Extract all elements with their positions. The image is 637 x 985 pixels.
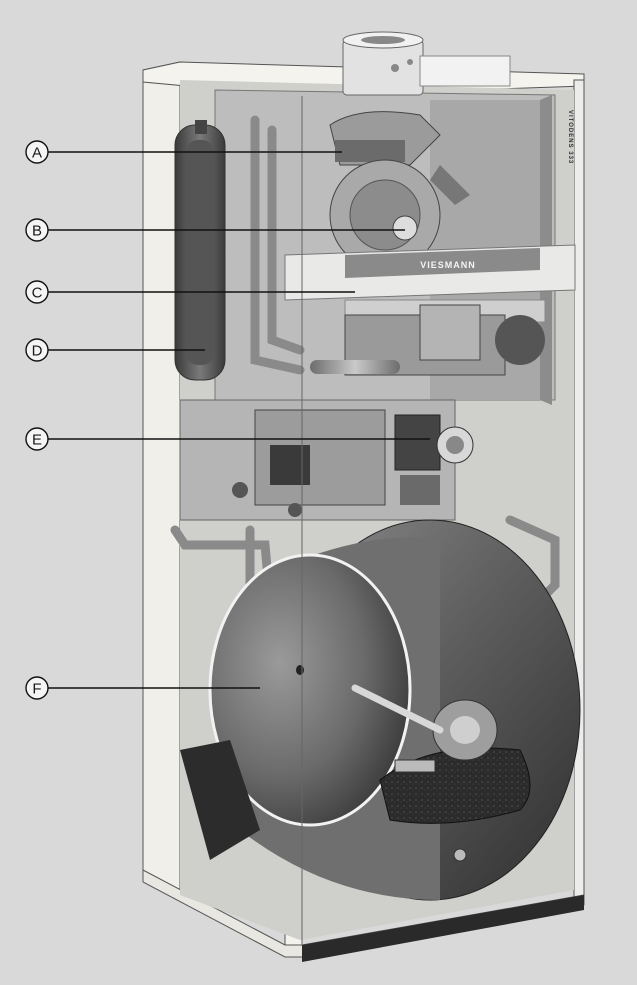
gas-valve-module [310,304,545,376]
flue-outlet [342,31,511,96]
pump-hydraulic-block [179,399,474,521]
callout-label: B [32,223,42,240]
callout-label: E [32,432,42,449]
control-panel: VIESMANN [284,244,576,323]
tank-insulation-cutaway [351,684,531,824]
callout-f: F [25,676,49,700]
model-plate-text: VITODENS 333 [567,110,573,164]
callout-c: C [25,280,49,304]
callout-label: F [32,681,41,698]
brand-logo-text: VIESMANN [420,260,476,270]
callout-d: D [25,338,49,362]
callout-label: D [32,343,43,360]
expansion-vessel [174,120,226,381]
callout-leaders [48,151,430,689]
burner-fan-assembly [329,111,470,271]
callout-label: A [32,145,42,162]
callout-b: B [25,218,49,242]
callout-a: A [25,140,49,164]
callout-label: C [32,285,43,302]
callout-e: E [25,427,49,451]
